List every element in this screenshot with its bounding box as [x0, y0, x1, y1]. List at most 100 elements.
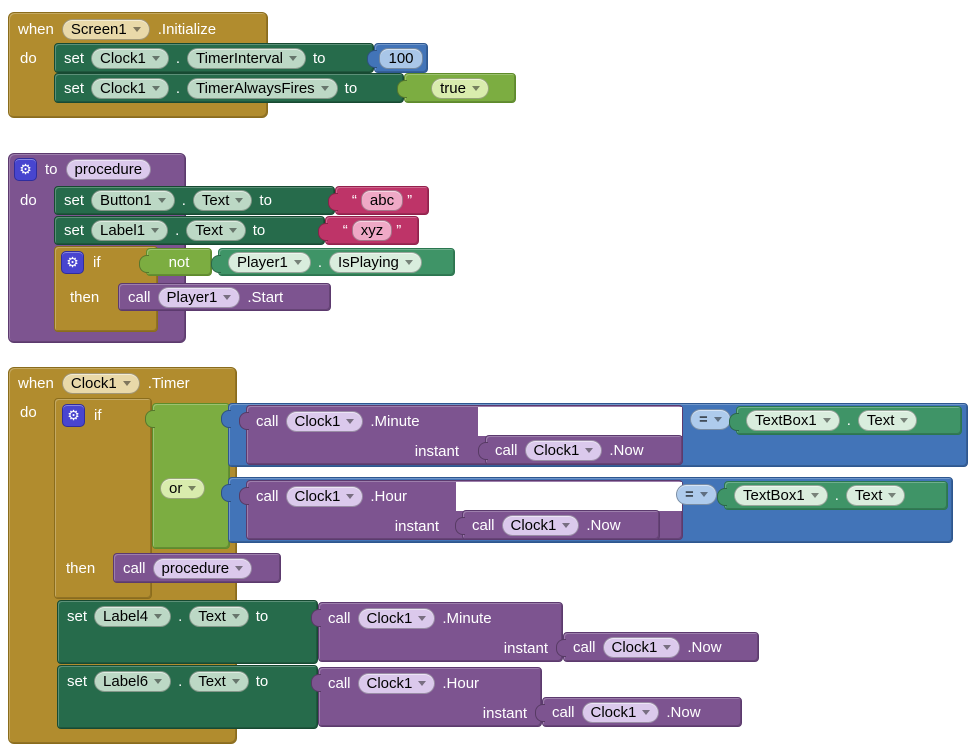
textbox1-component-dropdown[interactable]: TextBox1	[734, 485, 828, 506]
set-label1-text-block[interactable]: set Label1 . Text to	[54, 216, 325, 245]
text-property-dropdown[interactable]: Text	[189, 605, 249, 627]
player1-component-dropdown[interactable]: Player1	[157, 286, 241, 308]
chevron-down-icon	[228, 228, 237, 233]
procedure-name-field[interactable]: procedure	[65, 158, 152, 180]
button1-component-dropdown[interactable]: Button1	[91, 190, 175, 211]
dropdown-label: TextBox1	[755, 412, 817, 429]
text-property-dropdown[interactable]: Text	[857, 410, 918, 431]
chevron-down-icon	[157, 198, 166, 203]
dropdown-label: Clock1	[294, 412, 341, 430]
logic-or-block[interactable]	[145, 403, 230, 549]
logic-not-block[interactable]: not	[139, 248, 212, 276]
dropdown-label: procedure	[161, 559, 230, 577]
call-keyword: call	[328, 609, 351, 627]
dropdown-label: Player1	[166, 288, 218, 306]
set-label4-text-block[interactable]: set Label4 . Text to	[57, 600, 318, 664]
set-keyword: set	[64, 49, 85, 67]
call-clock1-now-block[interactable]: call Clock1 .Now	[455, 510, 660, 540]
clock1-component-dropdown[interactable]: Clock1	[357, 672, 436, 694]
clock1-component-dropdown[interactable]: Clock1	[91, 77, 169, 99]
text-property-dropdown[interactable]: Text	[189, 670, 249, 692]
player1-component-dropdown[interactable]: Player1	[228, 251, 311, 273]
timerinterval-property-dropdown[interactable]: TimerInterval	[187, 47, 307, 69]
set-clock1-timerinterval-block[interactable]: set Clock1 . TimerInterval to	[54, 43, 374, 73]
label6-component-dropdown[interactable]: Label6	[94, 670, 172, 692]
set-button1-text-block[interactable]: set Button1 . Text to	[54, 186, 335, 215]
when-clock1-header: when Clock1 .Timer	[18, 371, 190, 395]
dropdown-label: Label6	[103, 672, 149, 690]
chevron-down-icon	[418, 680, 427, 686]
clock1-component-dropdown[interactable]: Clock1	[581, 701, 660, 723]
dropdown-label: true	[440, 79, 466, 97]
number-value-field[interactable]: 100	[379, 47, 423, 69]
call-keyword: call	[472, 516, 495, 534]
or-operator-dropdown[interactable]: or	[160, 478, 206, 499]
call-keyword: call	[123, 559, 146, 577]
label1-component-dropdown[interactable]: Label1	[91, 220, 169, 241]
chevron-down-icon	[235, 565, 244, 571]
call-procedure-block[interactable]: call procedure	[113, 553, 281, 583]
true-dropdown[interactable]: true	[431, 77, 489, 99]
dropdown-label: Text	[195, 222, 223, 239]
textbox1-text-getter-block[interactable]: TextBox1 . Text	[717, 481, 948, 510]
call-clock1-hour-block[interactable]: call Clock1 .Hour instant	[311, 667, 542, 727]
call-clock1-minute-block[interactable]: call Clock1 .Minute instant	[311, 602, 563, 662]
call-clock1-now-block[interactable]: call Clock1 .Now	[556, 632, 759, 662]
clock1-component-dropdown[interactable]: Clock1	[61, 372, 140, 394]
chevron-down-icon	[289, 55, 298, 61]
string-abc-block[interactable]: “ abc ”	[328, 186, 429, 215]
set-clock1-timeralwaysfires-block[interactable]: set Clock1 . TimerAlwaysFires to	[54, 73, 404, 103]
set-keyword: set	[64, 79, 85, 97]
instant-label: instant	[503, 639, 548, 657]
chevron-down-icon	[713, 417, 722, 422]
string-xyz-block[interactable]: “ xyz ”	[318, 216, 419, 245]
clock1-component-dropdown[interactable]: Clock1	[91, 47, 169, 69]
procedure-header: ⚙ to procedure	[14, 157, 152, 181]
dropdown-label: Clock1	[590, 703, 637, 721]
event-name-label: .Timer	[147, 374, 190, 392]
equals-operator-dropdown[interactable]: =	[690, 409, 731, 430]
text-property-dropdown[interactable]: Text	[845, 485, 906, 506]
number-100-block[interactable]: 100	[367, 43, 428, 73]
clock1-component-dropdown[interactable]: Clock1	[524, 439, 603, 461]
string-value-field[interactable]: abc	[360, 190, 404, 211]
clock1-component-dropdown[interactable]: Clock1	[602, 636, 681, 658]
call-keyword: call	[256, 412, 279, 430]
player1-isplaying-getter-block[interactable]: Player1 . IsPlaying	[211, 248, 455, 276]
instant-label: instant	[394, 517, 439, 535]
procedure-name-dropdown[interactable]: procedure	[152, 557, 253, 579]
equals-operator-dropdown[interactable]: =	[676, 484, 717, 505]
call-clock1-now-block[interactable]: call Clock1 .Now	[535, 697, 742, 727]
chevron-down-icon	[418, 615, 427, 621]
textbox1-text-getter-block[interactable]: TextBox1 . Text	[729, 406, 962, 435]
chevron-down-icon	[231, 613, 240, 619]
clock1-component-dropdown[interactable]: Clock1	[357, 607, 436, 629]
label4-component-dropdown[interactable]: Label4	[94, 605, 172, 627]
dot-label: .	[175, 49, 181, 67]
dropdown-label: Player1	[237, 253, 288, 271]
dot-label: .	[317, 253, 323, 271]
chevron-down-icon	[888, 493, 897, 498]
isplaying-property-dropdown[interactable]: IsPlaying	[329, 251, 422, 273]
gear-icon[interactable]: ⚙	[61, 250, 84, 274]
screen1-component-dropdown[interactable]: Screen1	[61, 18, 150, 40]
gear-icon[interactable]: ⚙	[14, 157, 37, 181]
dropdown-label: Text	[198, 607, 226, 625]
clock1-component-dropdown[interactable]: Clock1	[285, 485, 364, 507]
logic-true-block[interactable]: true	[397, 73, 516, 103]
text-property-dropdown[interactable]: Text	[192, 190, 253, 211]
gear-icon[interactable]: ⚙	[62, 403, 85, 427]
chevron-down-icon	[810, 493, 819, 498]
textbox1-component-dropdown[interactable]: TextBox1	[746, 410, 840, 431]
set-label6-text-block[interactable]: set Label6 . Text to	[57, 665, 318, 729]
dot-label: .	[834, 487, 839, 504]
call-clock1-now-block[interactable]: call Clock1 .Now	[478, 435, 683, 465]
timeralwaysfires-property-dropdown[interactable]: TimerAlwaysFires	[187, 77, 338, 99]
string-value-field[interactable]: xyz	[351, 220, 393, 241]
method-name-label: .Minute	[370, 412, 420, 430]
to-keyword: to	[252, 222, 266, 239]
clock1-component-dropdown[interactable]: Clock1	[501, 514, 580, 536]
text-property-dropdown[interactable]: Text	[186, 220, 246, 241]
clock1-component-dropdown[interactable]: Clock1	[285, 410, 364, 432]
call-player1-start-block[interactable]: call Player1 .Start	[118, 283, 331, 311]
